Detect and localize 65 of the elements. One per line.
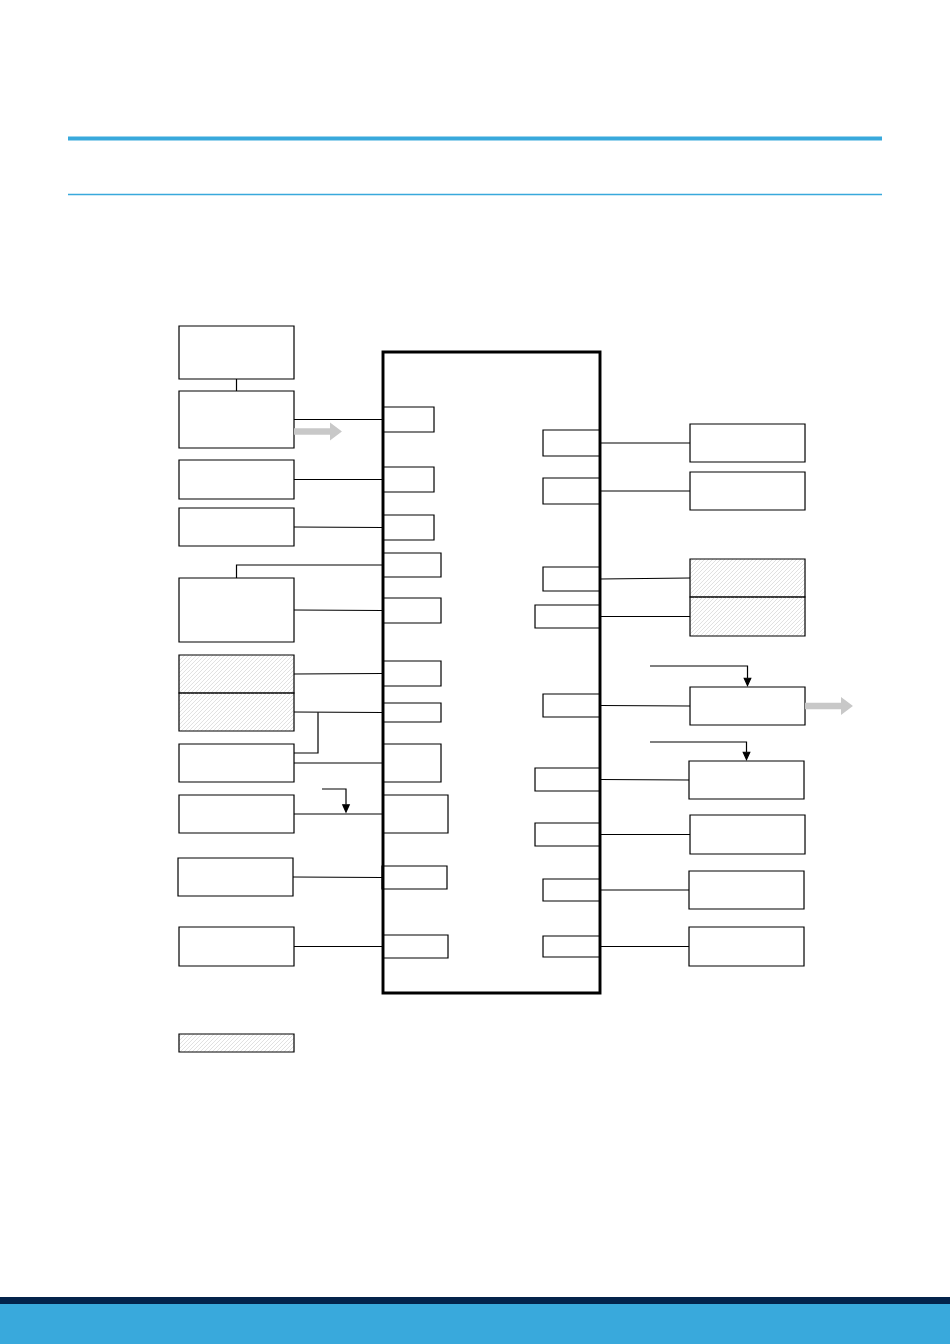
port-box (382, 466, 435, 493)
connector-line (293, 813, 384, 815)
port-box (534, 604, 601, 629)
connector-line (599, 615, 691, 618)
block-box (688, 926, 805, 967)
block-box (178, 459, 295, 500)
block-box (177, 857, 294, 897)
connector-line (599, 490, 691, 492)
connector-line (599, 833, 691, 836)
port-box (542, 878, 601, 902)
connector-line (293, 762, 384, 764)
port-box (542, 693, 601, 718)
block-box (178, 507, 295, 547)
hatched-box (689, 558, 806, 598)
block-box (689, 471, 806, 511)
port-box (382, 552, 442, 578)
connector-line (293, 711, 384, 754)
block-box (178, 743, 295, 783)
port-box (381, 865, 448, 890)
port-box (382, 597, 442, 624)
block-box (178, 794, 295, 834)
block-box (178, 390, 295, 449)
connector-line (599, 442, 691, 444)
connector-line (293, 526, 384, 529)
port-box (382, 514, 435, 541)
connector-line (235, 564, 384, 579)
arrow (649, 741, 751, 761)
block-box (688, 870, 805, 910)
connector-line (599, 945, 690, 948)
port-box (382, 794, 449, 834)
block-box (178, 926, 295, 967)
hatched-box (178, 692, 295, 732)
hatched-box (178, 654, 295, 694)
block-box (689, 686, 806, 726)
port-box (382, 406, 435, 433)
port-box (382, 934, 449, 959)
arrow (649, 665, 752, 687)
block-box (688, 760, 805, 800)
connector-line (293, 945, 384, 948)
connector-line (292, 876, 383, 879)
block-box (689, 423, 806, 463)
port-box (542, 477, 601, 505)
connector-line (293, 672, 384, 675)
block-box (178, 325, 295, 380)
connector-line (599, 577, 691, 580)
block-box (689, 814, 806, 855)
port-box (542, 566, 601, 592)
block-box (178, 577, 295, 643)
connector-line (293, 609, 384, 612)
hatched-box (689, 596, 806, 637)
port-box (534, 822, 601, 847)
port-box (382, 660, 442, 687)
port-box (534, 767, 601, 792)
port-box (382, 702, 442, 723)
connector-line (235, 378, 238, 392)
connector-line (599, 704, 691, 707)
port-box (542, 429, 601, 457)
device-box (381, 350, 602, 995)
connector-line (293, 418, 384, 421)
hatched-swatch (178, 1033, 295, 1053)
port-box (382, 743, 442, 783)
connector-line (599, 778, 690, 781)
port-box (542, 935, 601, 958)
connector-line (599, 889, 690, 891)
connector-line (293, 478, 384, 481)
